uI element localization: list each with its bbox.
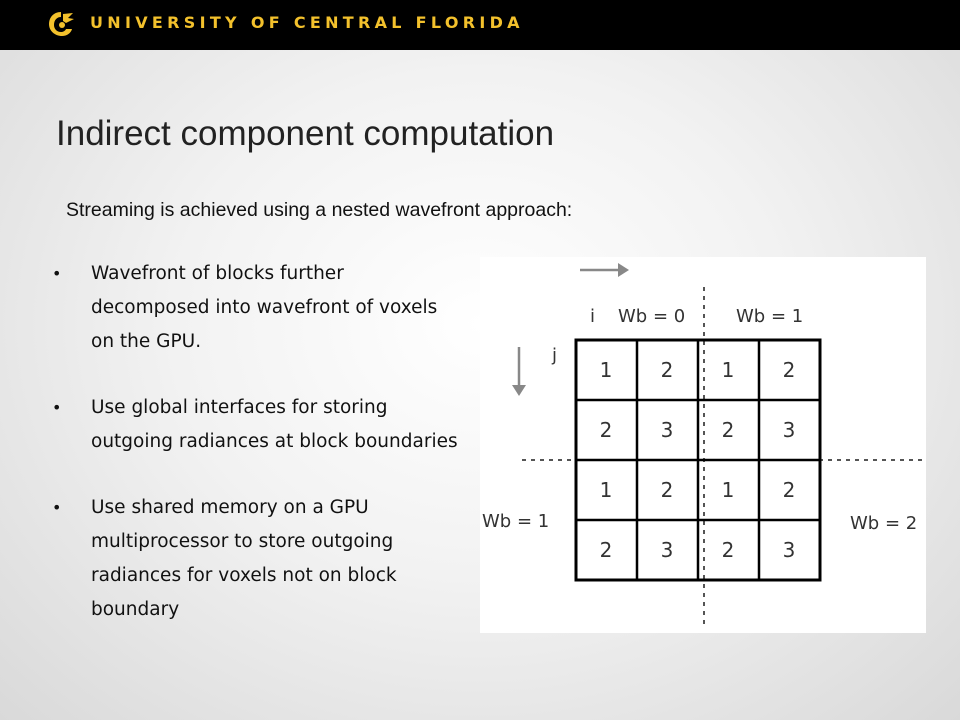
grid-cell: 1 bbox=[600, 358, 613, 382]
bullet-icon: • bbox=[52, 498, 62, 517]
bullet-text: Wavefront of blocks further decomposed i… bbox=[91, 263, 438, 352]
grid-cell: 3 bbox=[783, 418, 796, 442]
grid-cell: 2 bbox=[661, 358, 674, 382]
grid-cell: 1 bbox=[722, 358, 735, 382]
bullet-item: • Use shared memory on a GPU multiproces… bbox=[52, 491, 462, 627]
wb1-left-label: Wb = 1 bbox=[482, 511, 549, 532]
grid-cell: 3 bbox=[783, 538, 796, 562]
grid-cell: 2 bbox=[783, 358, 796, 382]
grid-cell: 2 bbox=[722, 418, 735, 442]
slide-title: Indirect component computation bbox=[56, 114, 555, 153]
bullet-text: Use shared memory on a GPU multiprocesso… bbox=[91, 497, 397, 620]
down-arrow-icon bbox=[512, 347, 526, 396]
bullet-item: • Use global interfaces for storing outg… bbox=[52, 391, 462, 459]
bullet-icon: • bbox=[52, 264, 62, 283]
grid-cell: 2 bbox=[661, 478, 674, 502]
grid-cell: 2 bbox=[783, 478, 796, 502]
grid-cell: 2 bbox=[600, 538, 613, 562]
grid-cell: 1 bbox=[600, 478, 613, 502]
slide-subtitle: Streaming is achieved using a nested wav… bbox=[66, 199, 573, 221]
grid-cell: 2 bbox=[722, 538, 735, 562]
axis-j-label: j bbox=[551, 345, 557, 366]
voxel-grid: 1 2 1 2 2 3 2 3 1 2 1 2 2 3 2 3 bbox=[574, 338, 822, 582]
grid-cell: 3 bbox=[661, 538, 674, 562]
grid-cell: 3 bbox=[661, 418, 674, 442]
wb0-label: Wb = 0 bbox=[618, 306, 685, 327]
wb2-right-label: Wb = 2 bbox=[850, 513, 917, 534]
grid-cell: 2 bbox=[600, 418, 613, 442]
right-arrow-icon bbox=[580, 263, 629, 277]
bullet-list: • Wavefront of blocks further decomposed… bbox=[52, 257, 462, 659]
bullet-item: • Wavefront of blocks further decomposed… bbox=[52, 257, 462, 359]
bullet-icon: • bbox=[52, 398, 62, 417]
wb1-top-label: Wb = 1 bbox=[736, 306, 803, 327]
pegasus-icon bbox=[49, 12, 74, 36]
wavefront-diagram: i Wb = 0 Wb = 1 j Wb = 1 Wb = 2 1 2 1 2 … bbox=[480, 257, 926, 633]
bullet-text: Use global interfaces for storing outgoi… bbox=[91, 397, 458, 452]
header-bar: UNIVERSITY OF CENTRAL FLORIDA bbox=[0, 0, 960, 50]
university-name: UNIVERSITY OF CENTRAL FLORIDA bbox=[90, 13, 524, 32]
axis-i-label: i bbox=[590, 306, 595, 327]
grid-cell: 1 bbox=[722, 478, 735, 502]
